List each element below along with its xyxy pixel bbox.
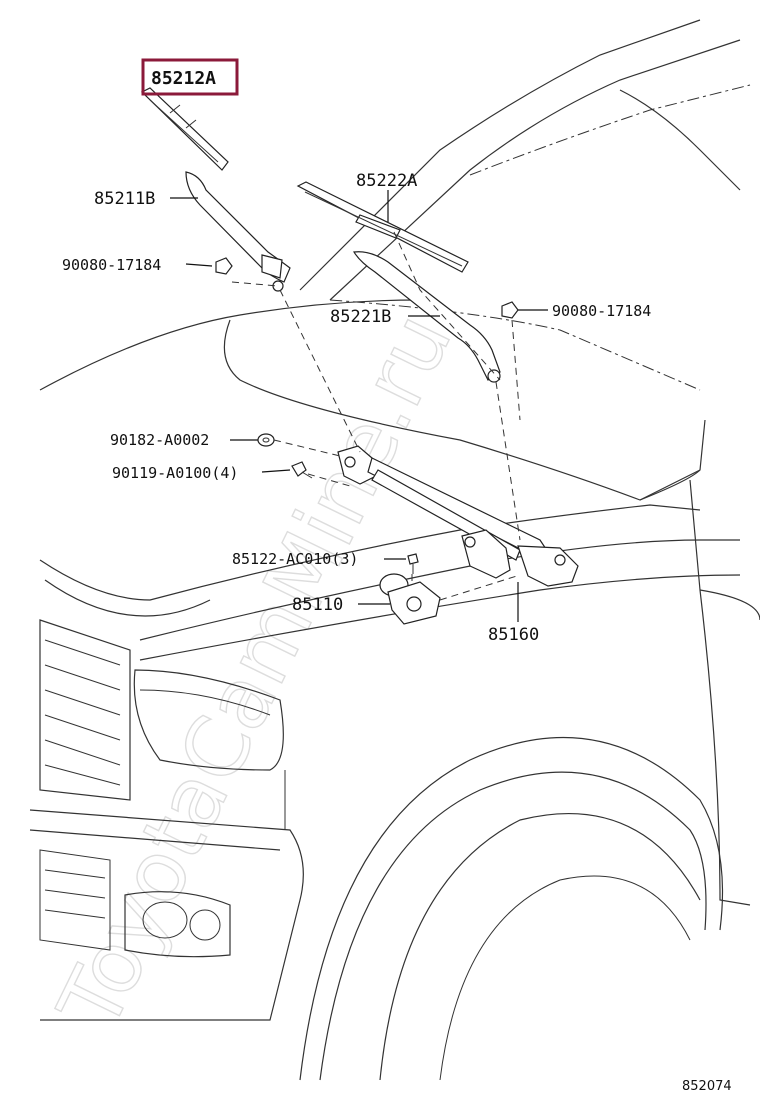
part-90119-bolt	[291, 461, 313, 479]
part-85222A-right-wiper-blade	[296, 181, 469, 273]
part-85211B-left-wiper-arm	[185, 171, 291, 292]
callout-85110[interactable]: 85110	[292, 595, 343, 615]
part-85221B-right-wiper-arm	[353, 251, 501, 383]
highlight-box	[141, 58, 239, 96]
callout-90119[interactable]: 90119-A0100(4)	[112, 464, 238, 482]
callout-90182[interactable]: 90182-A0002	[110, 431, 209, 449]
assembly-lines	[231, 231, 521, 601]
callout-90080-left[interactable]: 90080-17184	[62, 256, 161, 274]
leader-lines	[170, 190, 548, 622]
callout-85222A[interactable]: 85222A	[356, 171, 417, 191]
part-85212A-blade-rubber	[140, 87, 229, 171]
vehicle-body-outline	[29, 19, 760, 1081]
watermark-text: ToyotaCamMine.ru	[39, 299, 470, 1045]
part-85160-wiper-linkage	[337, 445, 579, 587]
callout-85212A[interactable]: 85212A	[151, 68, 216, 89]
part-90182-grommet	[257, 433, 275, 447]
part-90080-left-nut	[215, 257, 233, 275]
part-85122-bolt	[407, 553, 419, 574]
callout-85221B[interactable]: 85221B	[330, 307, 391, 327]
callout-85211B[interactable]: 85211B	[94, 189, 155, 209]
callout-90080-right[interactable]: 90080-17184	[552, 302, 651, 320]
diagram-reference-number: 852074	[682, 1079, 732, 1094]
callout-85122[interactable]: 85122-AC010(3)	[232, 550, 358, 568]
part-90080-right-nut	[501, 301, 519, 319]
callout-85160[interactable]: 85160	[488, 625, 539, 645]
part-85110-wiper-motor	[379, 573, 441, 625]
